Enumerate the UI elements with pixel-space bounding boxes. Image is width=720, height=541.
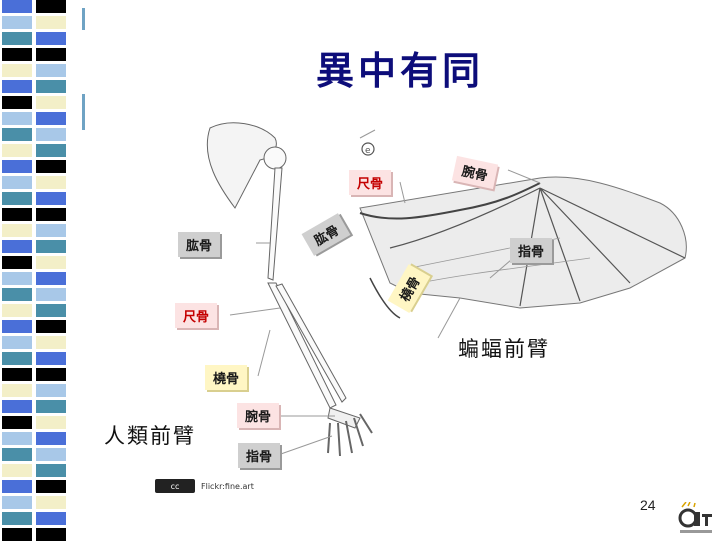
accent-line-top	[82, 8, 85, 30]
stripe-block	[36, 144, 66, 157]
stripe-block	[2, 416, 32, 429]
stripe-block	[36, 176, 66, 189]
stripe-block	[2, 368, 32, 381]
stripe-block	[2, 480, 32, 493]
stripe-block	[2, 176, 32, 189]
stripe-block	[2, 0, 32, 13]
caption-human-forearm: 人類前臂	[104, 424, 196, 448]
stripe-block	[36, 448, 66, 461]
cc-license-icon: cc	[155, 479, 195, 493]
label-human-carpal: 腕骨	[237, 403, 280, 428]
stripe-block	[36, 192, 66, 205]
stripe-block	[2, 192, 32, 205]
stripe-block	[2, 272, 32, 285]
stripe-block	[2, 16, 32, 29]
stripe-block	[36, 464, 66, 477]
stripe-block	[36, 160, 66, 173]
stripe-block	[2, 144, 32, 157]
stripe-block	[2, 64, 32, 77]
stripe-block	[36, 304, 66, 317]
stripe-block	[36, 80, 66, 93]
svg-text:e: e	[365, 146, 371, 156]
accent-line-middle	[82, 94, 85, 130]
caption-bat-forearm: 蝙蝠前臂	[458, 337, 550, 361]
stripe-block	[2, 160, 32, 173]
stripe-block	[2, 528, 32, 541]
stripe-block	[36, 0, 66, 13]
stripe-block	[36, 128, 66, 141]
page-number: 24	[640, 497, 656, 513]
stripe-block	[36, 352, 66, 365]
stripe-block	[36, 208, 66, 221]
stripe-block	[36, 240, 66, 253]
slide-title: 異中有同	[315, 48, 484, 93]
stripe-block	[36, 416, 66, 429]
stripe-block	[2, 320, 32, 333]
label-human-phalanx: 指骨	[238, 443, 281, 468]
stripe-block	[2, 112, 32, 125]
label-human-ulna: 尺骨	[175, 303, 218, 328]
stripe-block	[36, 400, 66, 413]
stripe-block	[36, 384, 66, 397]
stripe-block	[2, 288, 32, 301]
stripe-block	[2, 496, 32, 509]
stripe-block	[2, 336, 32, 349]
stripe-block	[2, 256, 32, 269]
credit-source: Flickr:fine.art	[201, 481, 254, 491]
stripe-block	[36, 368, 66, 381]
stripe-block	[36, 288, 66, 301]
label-human-humerus: 肱骨	[178, 232, 221, 257]
stripe-block	[2, 240, 32, 253]
stripe-block	[2, 48, 32, 61]
stripe-block	[2, 464, 32, 477]
decorative-stripe-column	[0, 0, 68, 541]
stripe-block	[2, 208, 32, 221]
stripe-block	[36, 496, 66, 509]
stripe-block	[2, 128, 32, 141]
stripe-block	[36, 480, 66, 493]
stripe-block	[36, 512, 66, 525]
stripe-block	[2, 512, 32, 525]
stripe-block	[2, 96, 32, 109]
stripe-block	[2, 448, 32, 461]
stripe-block	[36, 528, 66, 541]
stripe-block	[2, 384, 32, 397]
stripe-block	[2, 32, 32, 45]
stripe-block	[2, 304, 32, 317]
image-credit: cc Flickr:fine.art	[155, 479, 254, 493]
stripe-block	[36, 32, 66, 45]
stripe-block	[2, 80, 32, 93]
stripe-block	[36, 336, 66, 349]
label-bat-phalanx: 指骨	[510, 238, 553, 263]
anatomy-figure: e	[206, 122, 687, 457]
label-human-radius: 橈骨	[205, 365, 248, 390]
stripe-block	[36, 96, 66, 109]
human-arm-drawing	[206, 122, 376, 457]
stripe-block	[2, 400, 32, 413]
stripe-block	[2, 352, 32, 365]
stripe-block	[36, 320, 66, 333]
stripe-block	[2, 432, 32, 445]
stripe-block	[36, 432, 66, 445]
stripe-block	[36, 224, 66, 237]
stripe-block	[36, 64, 66, 77]
stripe-block	[36, 16, 66, 29]
label-bat-ulna: 尺骨	[349, 170, 392, 195]
stripe-block	[2, 224, 32, 237]
stripe-block	[36, 48, 66, 61]
stripe-block	[36, 112, 66, 125]
publisher-logo-icon	[678, 502, 712, 533]
stripe-block	[36, 256, 66, 269]
stripe-block	[36, 272, 66, 285]
